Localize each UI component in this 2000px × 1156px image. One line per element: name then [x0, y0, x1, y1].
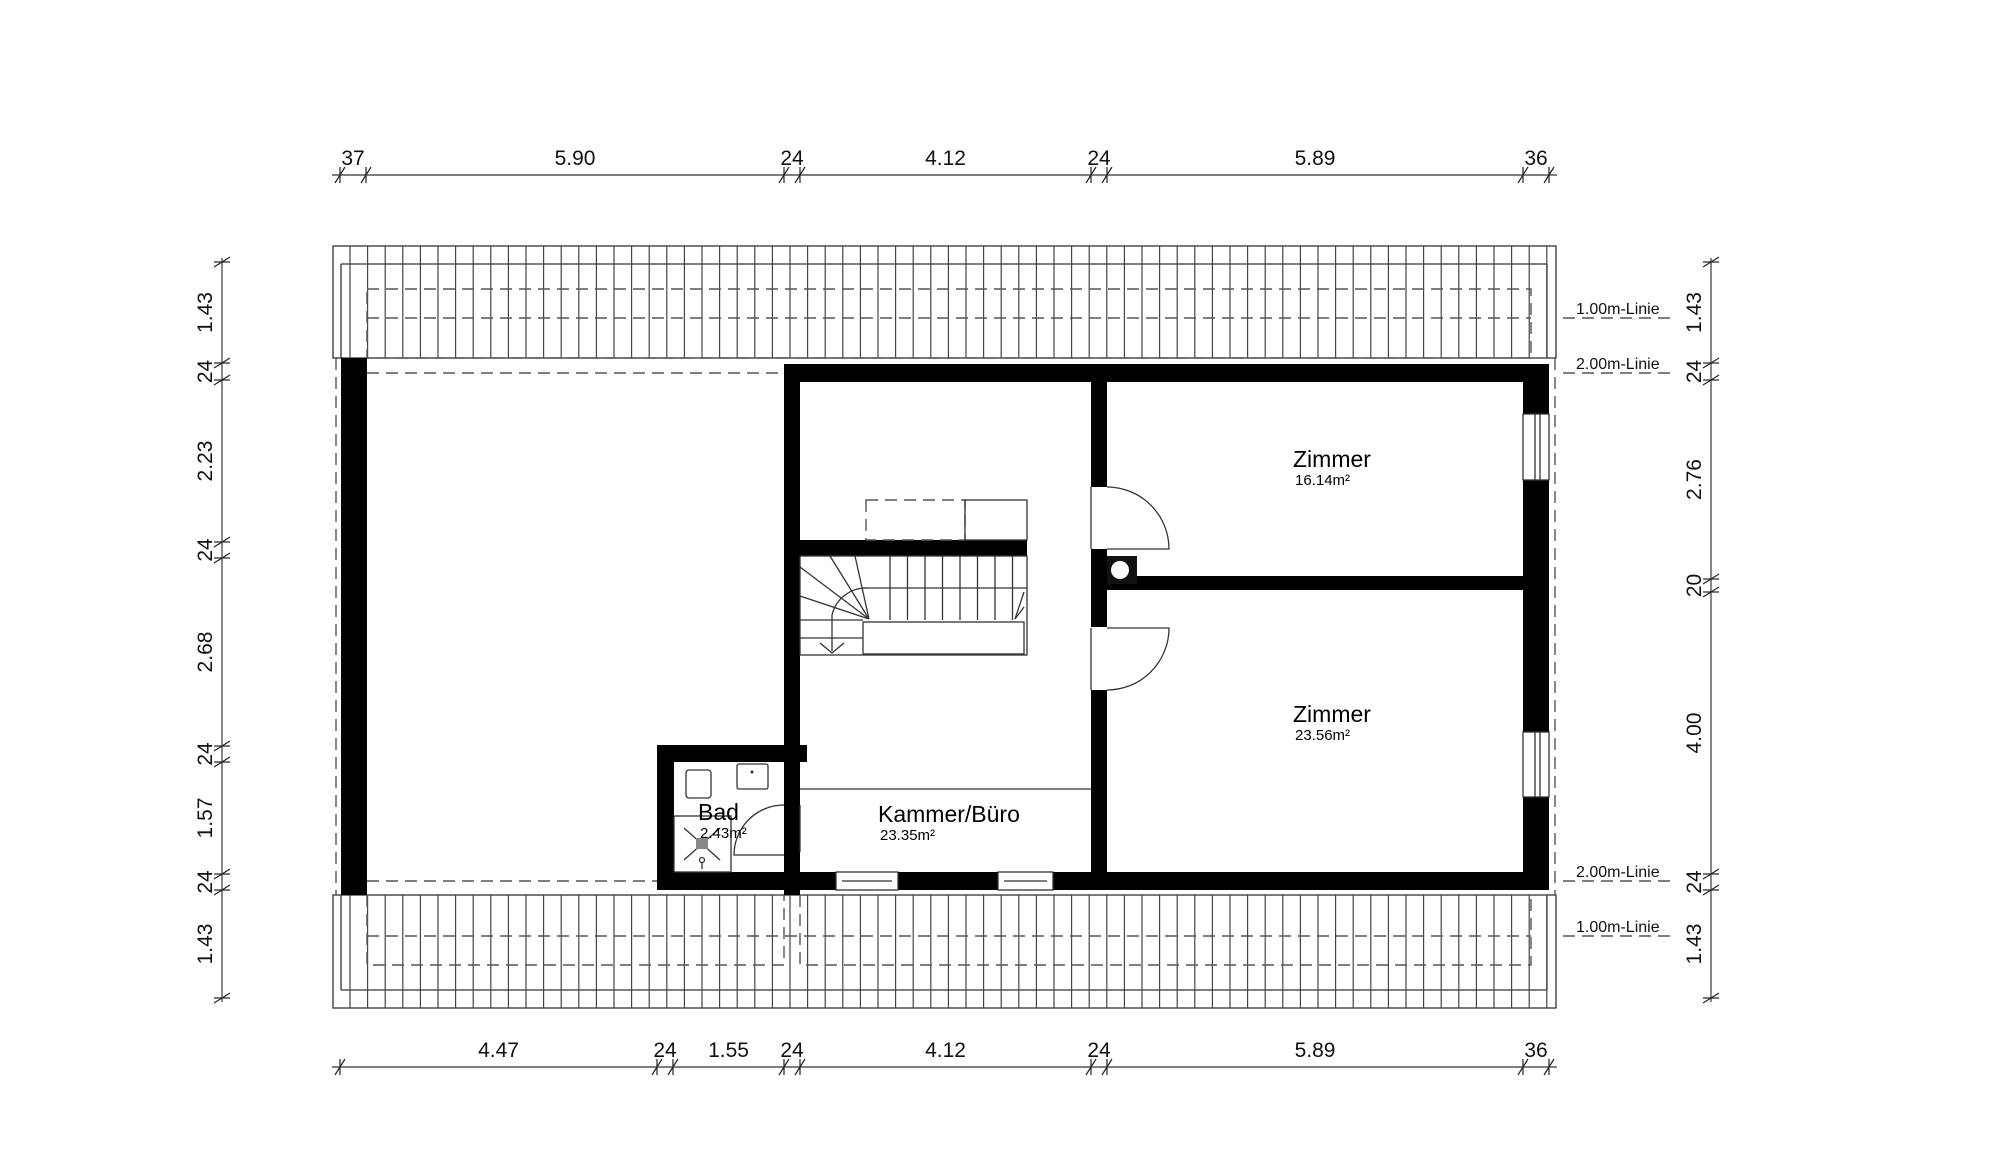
bottom-wall-1 [657, 872, 836, 890]
walls [341, 358, 1549, 895]
door-zimmer-lower [1106, 627, 1170, 691]
room-name: Kammer/Büro [878, 801, 1020, 827]
top-wall [784, 364, 1549, 382]
door-zimmer-upper [1106, 486, 1170, 550]
left-wall [341, 358, 367, 895]
window-bottom-1 [835, 871, 899, 891]
roof-tiles-bottom [349, 895, 1548, 1008]
window-right-lower [1522, 731, 1550, 798]
room-labels: Zimmer16.14m²Zimmer23.56m²Kammer/Büro23.… [698, 446, 1371, 844]
bad-right-wall-1 [784, 745, 800, 805]
right-wall-2 [1523, 480, 1549, 732]
room-name: Zimmer [1293, 701, 1371, 727]
center-wall-1 [1091, 364, 1107, 487]
room-area: 2.43m² [700, 825, 747, 842]
roof-tiles-top [349, 246, 1548, 358]
room-area: 23.35m² [880, 827, 935, 844]
bottom-wall-2 [898, 872, 998, 890]
dimension-label: 24 [653, 1039, 677, 1062]
dashed-1m-box-top [366, 288, 1532, 359]
door-bad [733, 804, 785, 856]
window-right-upper [1522, 413, 1550, 481]
dimension-label: 24 [194, 360, 217, 384]
height-line-label: 1.00m-Linie [1576, 919, 1660, 936]
center-wall-2 [1091, 549, 1107, 627]
shower-tray [673, 815, 732, 873]
dimension-label: 24 [1087, 147, 1111, 170]
dimension-label: 4.00 [1683, 713, 1706, 754]
sink-icon [736, 763, 769, 790]
dimension-label: 1.43 [194, 924, 217, 965]
bad-top-wall [657, 745, 807, 762]
chimney [1107, 556, 1137, 584]
dimension-label: 24 [194, 742, 217, 766]
dimension-label: 2.68 [194, 632, 217, 673]
dimension-label: 4.47 [478, 1039, 519, 1062]
room-name: Bad [698, 799, 739, 825]
dimension-label: 24 [194, 870, 217, 894]
dimension-label: 24 [194, 538, 217, 562]
dimension-label: 5.90 [555, 147, 596, 170]
dimension-chains: 37 5.90 24 4.12 24 5.89 36 4.47 24 1.55 24 4.12 24 5.… [194, 147, 1720, 1076]
room-divider-wall [1107, 576, 1549, 590]
dimension-label: 1.43 [1683, 292, 1706, 333]
dimension-label: 2.23 [194, 441, 217, 482]
height-line-labels: 1.00m-Linie 2.00m-Linie 2.00m-Linie 1.00m-L… [1563, 301, 1670, 937]
dimension-label: 36 [1524, 1039, 1547, 1062]
dimension-label: 5.89 [1295, 147, 1336, 170]
dimension-label: 5.89 [1295, 1039, 1336, 1062]
right-wall-1 [1523, 364, 1549, 414]
dimension-label: 1.43 [1683, 924, 1706, 965]
dimension-label: 24 [780, 147, 804, 170]
dimension-label: 24 [1087, 1039, 1111, 1062]
stair-left-wall [784, 364, 800, 895]
roof-top [332, 245, 1557, 359]
height-line-label: 2.00m-Linie [1576, 864, 1660, 881]
room-name: Zimmer [1293, 446, 1371, 472]
dimension-label: 24 [1683, 870, 1706, 894]
center-wall-3 [1091, 690, 1107, 890]
windows [835, 413, 1550, 891]
toilet-icon [685, 769, 712, 799]
dimension-label: 20 [1683, 574, 1706, 597]
roof-bottom [332, 894, 1557, 1009]
bad-fixtures [673, 763, 769, 873]
bad-left-wall [657, 745, 674, 890]
stair-top-wall [800, 540, 1027, 556]
dimension-label: 4.12 [925, 147, 966, 170]
dimension-label: 24 [780, 1039, 804, 1062]
stair-void-dashed [865, 499, 966, 541]
bottom-wall-3 [1053, 872, 1549, 890]
dimension-label: 37 [341, 147, 364, 170]
doors [733, 486, 1170, 856]
drain-icon [696, 838, 708, 849]
height-line-label: 1.00m-Linie [1576, 301, 1660, 318]
dimension-label: 1.55 [708, 1039, 749, 1062]
dimension-label: 1.43 [194, 292, 217, 333]
height-line-label: 2.00m-Linie [1576, 356, 1660, 373]
room-area: 23.56m² [1295, 727, 1350, 744]
staircase [799, 499, 1028, 656]
dimension-label: 1.57 [194, 798, 217, 839]
dimension-label: 2.76 [1683, 459, 1706, 500]
dimension-label: 24 [1683, 360, 1706, 384]
dimension-label: 4.12 [925, 1039, 966, 1062]
window-bottom-2 [997, 871, 1054, 891]
room-area: 16.14m² [1295, 472, 1350, 489]
dimension-label: 36 [1524, 147, 1547, 170]
